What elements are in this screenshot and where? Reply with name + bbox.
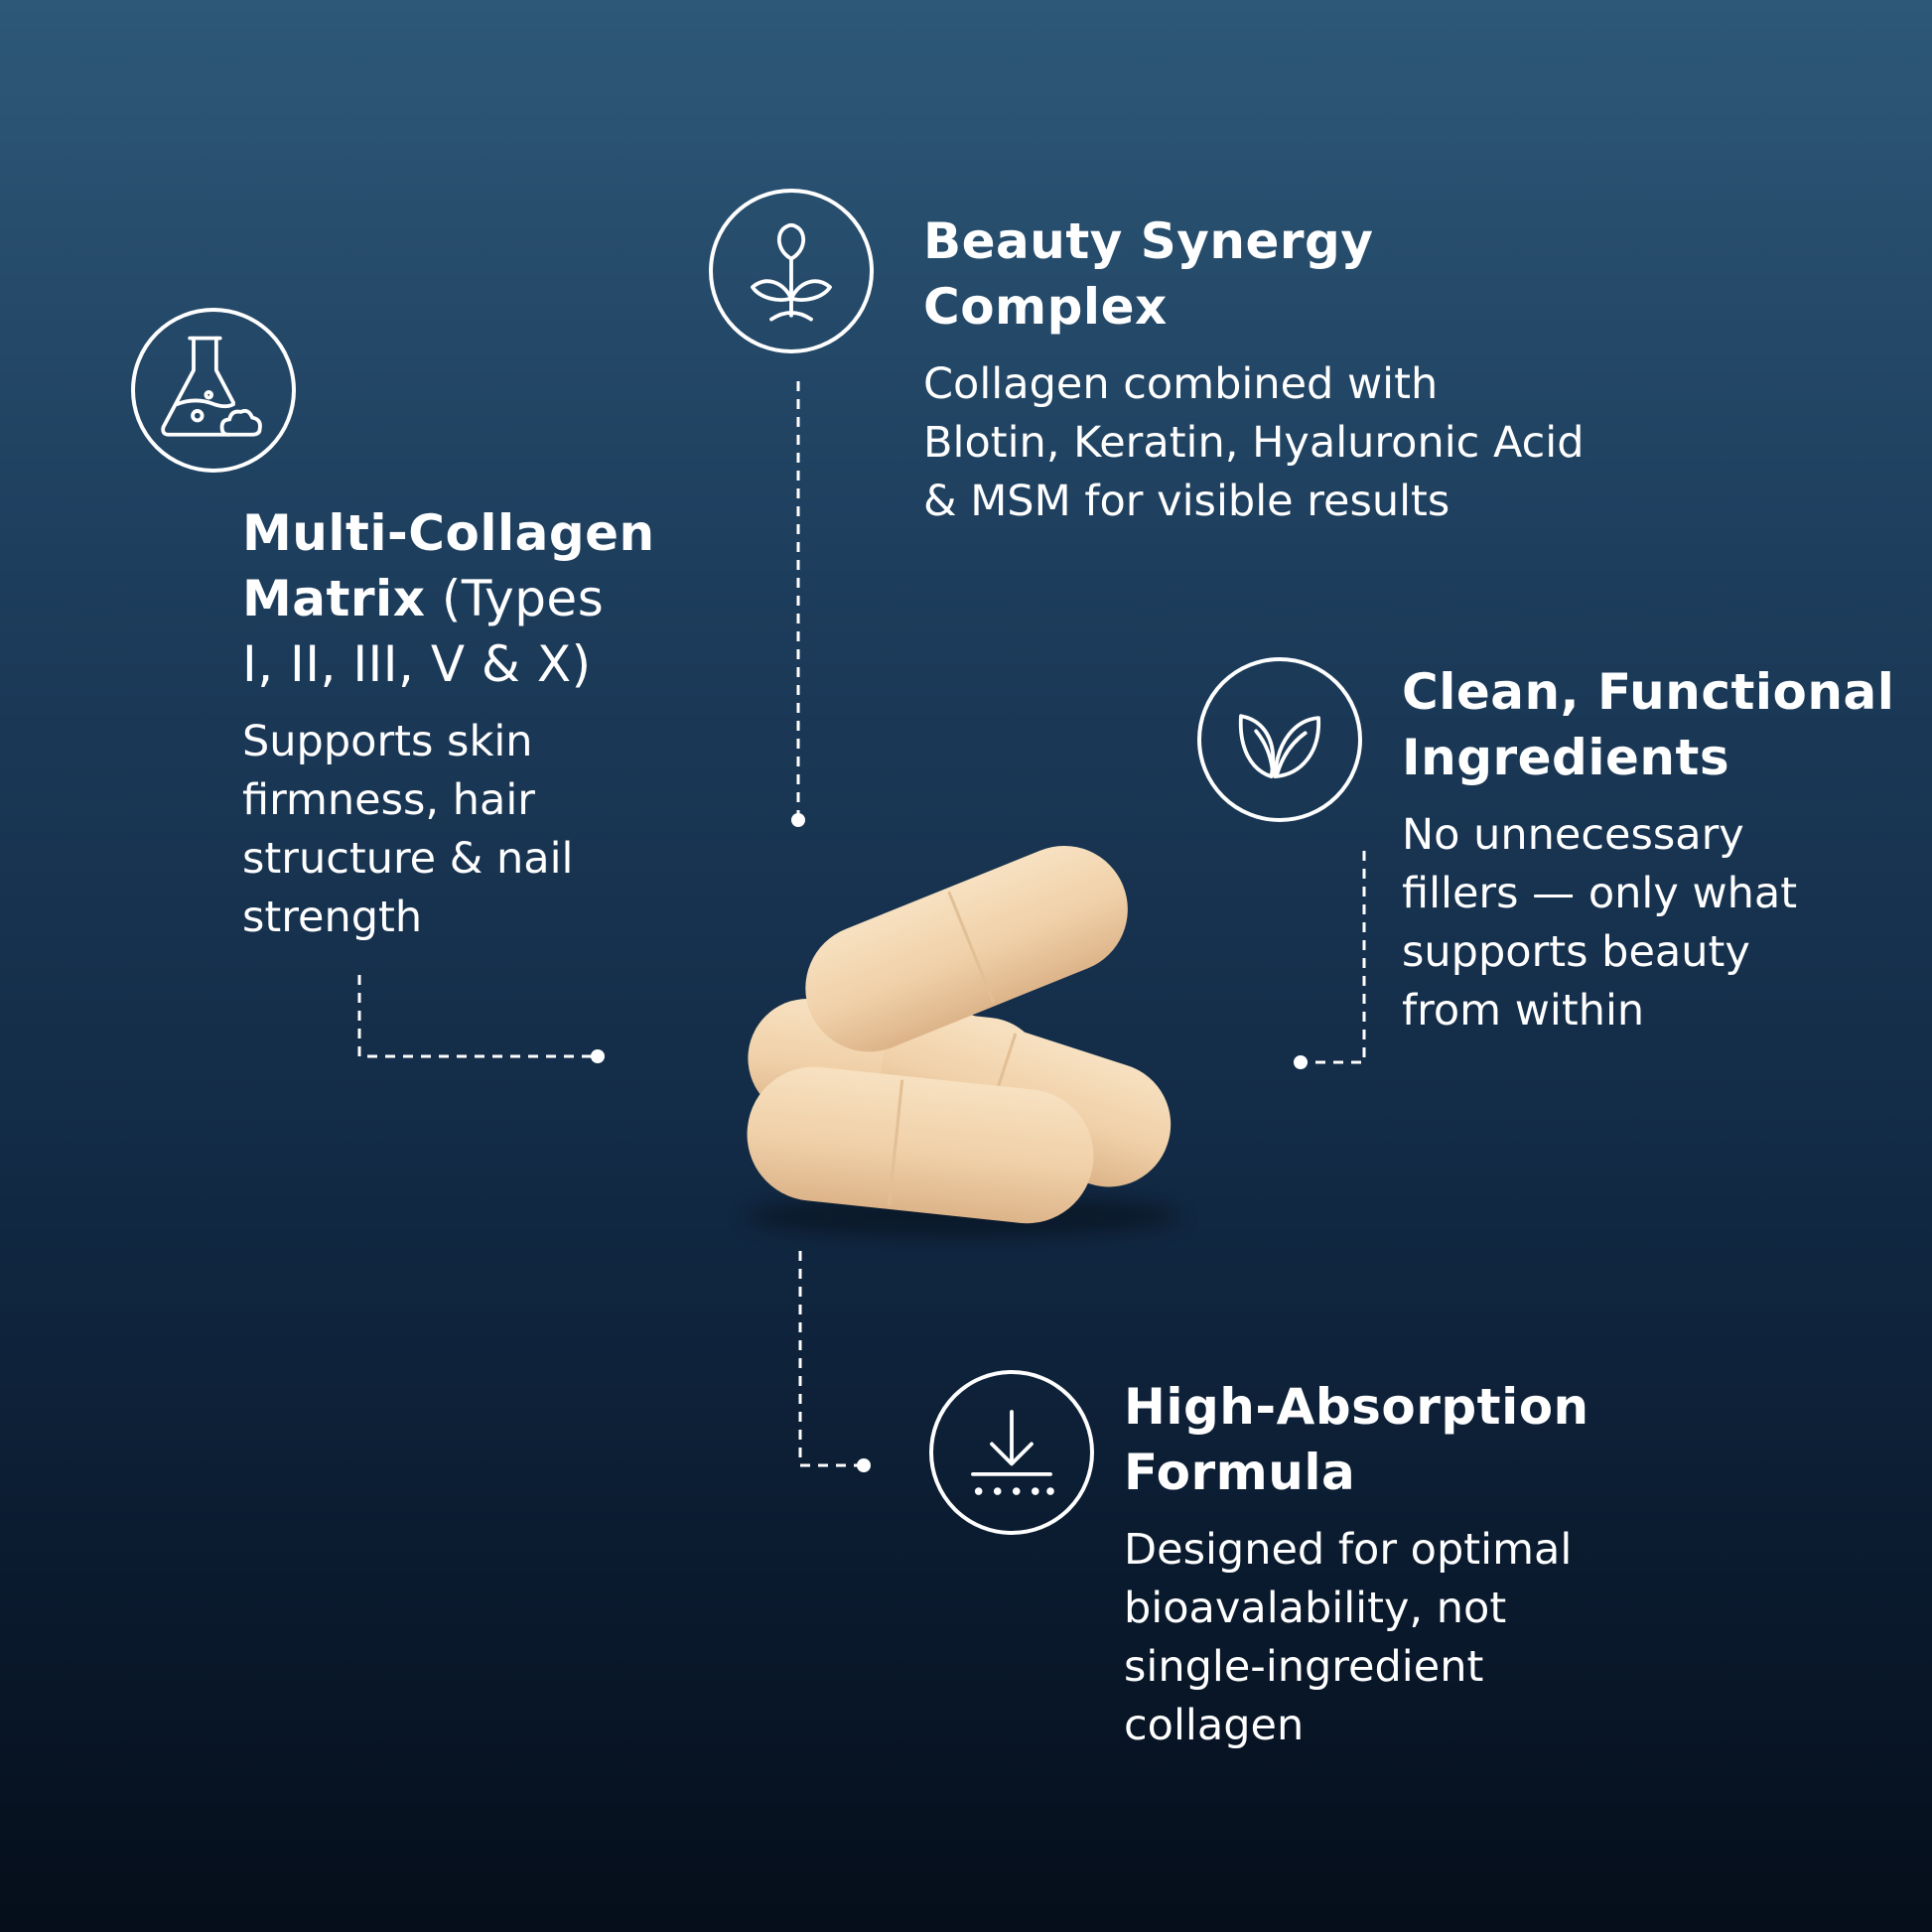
feature-clean-ingredients: Clean, Functional Ingredients No unneces…: [1402, 659, 1894, 1040]
capsules-image: [745, 845, 1181, 1238]
sprout-icon: [709, 189, 874, 353]
feature-title: High-Absorption Formula: [1124, 1378, 1589, 1501]
feature-description: Collagen combined with Blotin, Keratin, …: [923, 359, 1585, 526]
feature-description: Designed for optimal bioavalability, not…: [1124, 1525, 1573, 1750]
capsule-front: [747, 1066, 1094, 1224]
feature-high-absorption: High-Absorption Formula Designed for opt…: [1124, 1374, 1589, 1755]
connector-high-absorption: [798, 1251, 862, 1467]
connector-multi-collagen: [357, 975, 596, 1058]
feature-title: Beauty Synergy Complex: [923, 212, 1374, 336]
connector-clean-ingredients: [1303, 851, 1366, 1064]
feature-beauty-synergy: Beauty Synergy Complex Collagen combined…: [923, 208, 1585, 531]
feature-description: Supports skin firmness, hair structure &…: [242, 717, 574, 942]
connector-dot-high-absorption: [857, 1458, 871, 1472]
feature-title: Multi-Collagen Matrix (Types I, II, III,…: [242, 504, 655, 693]
feature-description: No unnecessary fillers — only what suppo…: [1402, 810, 1798, 1035]
connector-dot-multi-collagen: [591, 1049, 605, 1063]
feature-multi-collagen: Multi-Collagen Matrix (Types I, II, III,…: [242, 500, 655, 947]
flask-icon: [131, 308, 296, 473]
capsule-top: [805, 845, 1128, 1052]
connector-dot-beauty-synergy: [791, 813, 805, 827]
leaves-icon: [1197, 657, 1362, 822]
connector-dot-clean-ingredients: [1294, 1055, 1308, 1069]
absorption-icon: [929, 1370, 1094, 1535]
feature-title: Clean, Functional Ingredients: [1402, 663, 1895, 786]
